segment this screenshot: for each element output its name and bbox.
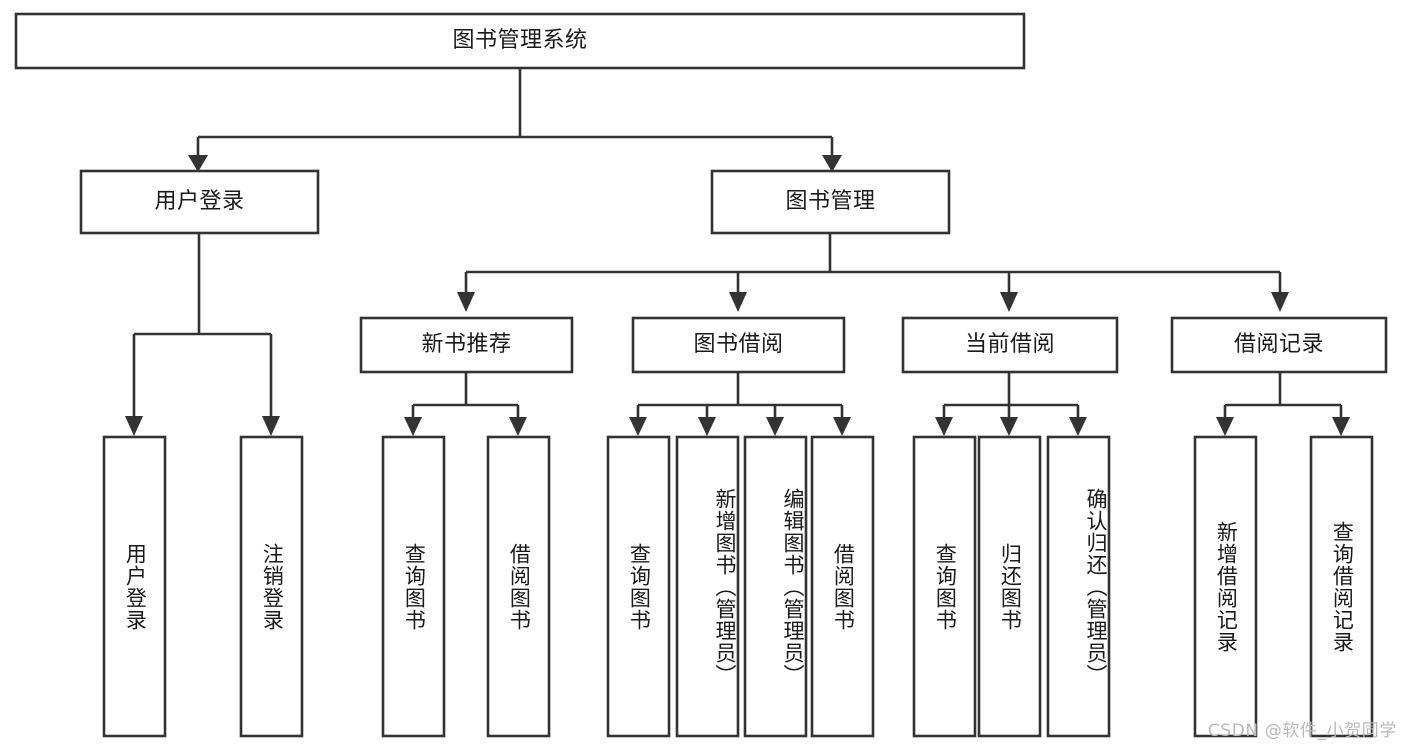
node-box-leaf-confirm-return-admin[interactable] [1046,435,1111,738]
arrow-head-leaf-borrow-book-1 [509,417,527,436]
arrow-head-leaf-query-borrow-record [1332,417,1350,436]
node-box-book-management[interactable] [710,169,951,235]
arrow-head-leaf-add-borrow-record [1216,417,1234,436]
node-box-leaf-edit-book-admin[interactable] [743,435,808,738]
node-box-leaf-add-borrow-record[interactable] [1193,435,1258,738]
node-box-leaf-query-book-1[interactable] [381,435,446,738]
node-box-user-login[interactable] [79,169,320,235]
arrow-head-book-borrow [729,292,747,312]
node-box-root[interactable] [14,12,1026,70]
arrow-head-book-management [822,155,842,172]
arrow-head-leaf-confirm-return-admin [1069,417,1087,436]
arrow-head-leaf-add-book-admin [698,417,716,436]
node-box-leaf-query-borrow-record[interactable] [1309,435,1374,738]
node-box-leaf-query-book-2[interactable] [606,435,671,738]
arrow-head-leaf-logout-login [262,416,280,436]
arrow-head-leaf-return-book [1000,417,1018,436]
node-box-leaf-user-login[interactable] [102,435,167,738]
arrow-head-leaf-query-book-2 [629,417,647,436]
node-box-leaf-borrow-book-1[interactable] [486,435,551,738]
node-box-new-book-recommend[interactable] [359,316,574,374]
node-box-leaf-logout-login[interactable] [239,435,304,738]
node-box-leaf-add-book-admin[interactable] [675,435,740,738]
node-box-leaf-query-book-3[interactable] [912,435,977,738]
node-box-current-borrow[interactable] [901,316,1119,374]
node-box-book-borrow[interactable] [631,316,846,374]
arrow-head-leaf-query-book-3 [935,417,953,436]
arrow-head-new-book-recommend [457,292,475,312]
arrow-head-borrow-record [1271,292,1289,312]
arrow-head-leaf-edit-book-admin [766,417,784,436]
arrow-head-leaf-user-login [125,416,143,436]
arrow-head-leaf-query-book-1 [404,417,422,436]
arrow-head-current-borrow [1000,292,1018,312]
node-box-leaf-return-book[interactable] [977,435,1042,738]
arrow-head-user-login [188,155,208,172]
node-box-leaf-borrow-book-2[interactable] [810,435,875,738]
node-box-borrow-record[interactable] [1170,316,1388,374]
arrow-head-leaf-borrow-book-2 [833,417,851,436]
